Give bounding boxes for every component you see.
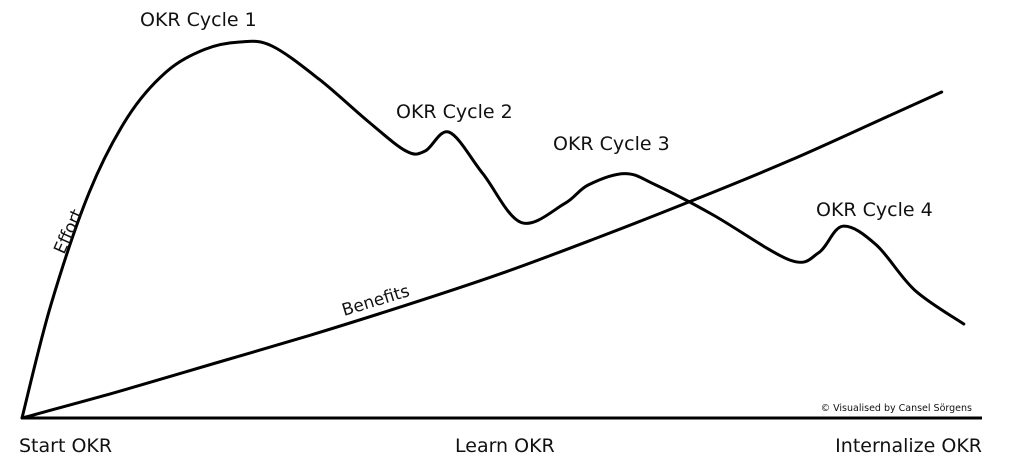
effort-series-line (20, 39, 966, 420)
credit-text: © Visualised by Cansel Sörgens (821, 403, 972, 414)
x-tick-label-start: Start OKR (19, 435, 112, 457)
benefits-series-line (20, 90, 944, 420)
annotation-okr-cycle-3: OKR Cycle 3 (553, 133, 670, 155)
effort-series-label: Effort (50, 206, 87, 257)
annotation-okr-cycle-1: OKR Cycle 1 (140, 9, 257, 31)
annotation-okr-cycle-4: OKR Cycle 4 (816, 199, 933, 221)
annotation-okr-cycle-2: OKR Cycle 2 (396, 101, 513, 123)
x-tick-label-learn: Learn OKR (455, 435, 555, 457)
x-tick-label-internalize: Internalize OKR (835, 435, 982, 457)
